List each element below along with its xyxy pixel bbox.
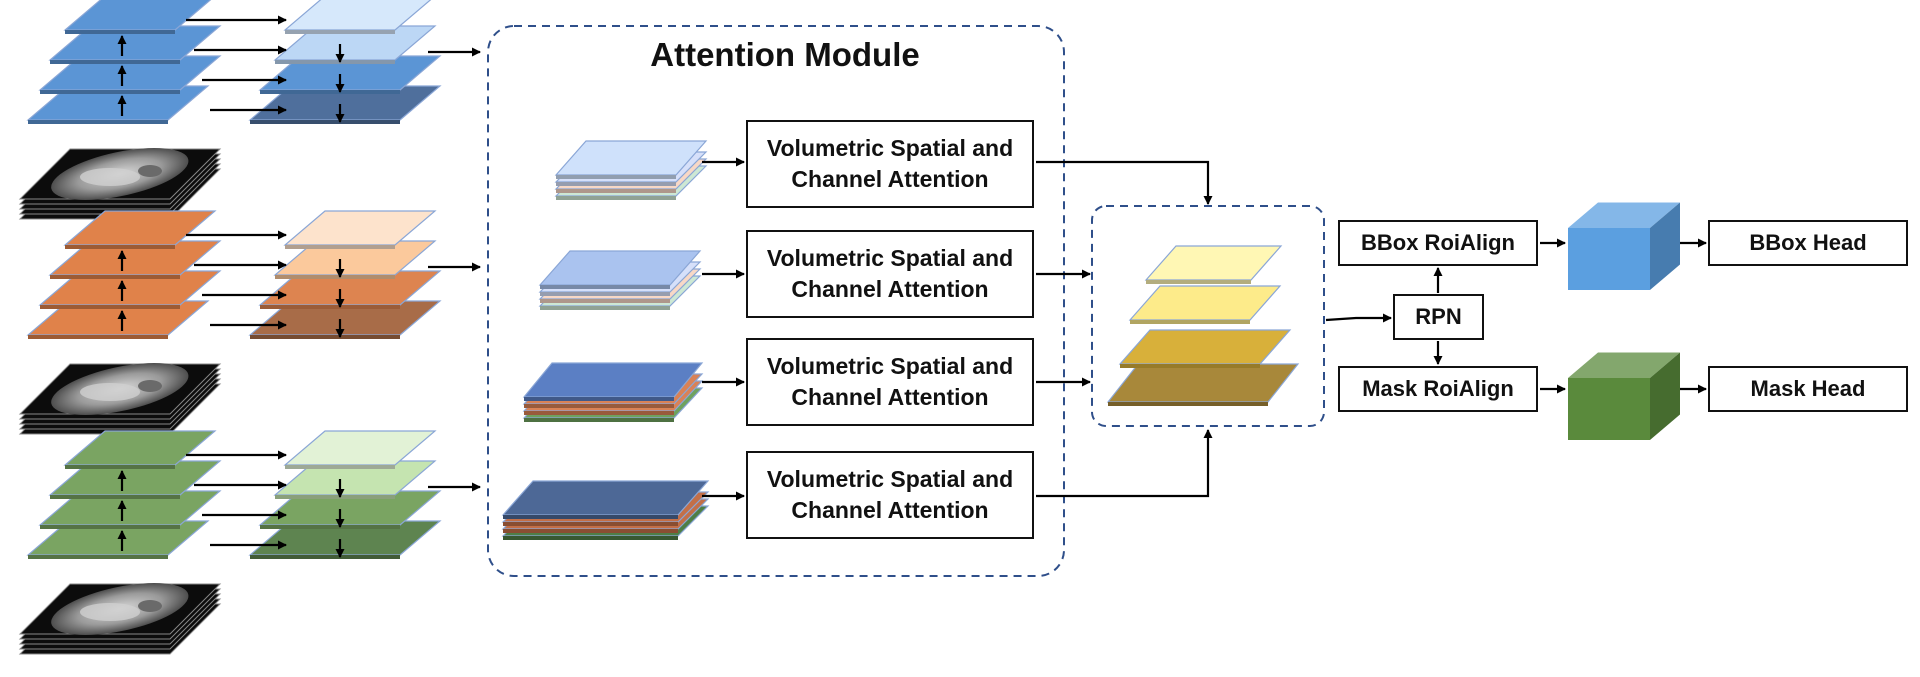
ct-slice-stack-green-organ2 <box>138 600 162 612</box>
3d-cube-bbox-side <box>1650 202 1680 290</box>
feature-layer-orange-1-edge <box>40 305 180 309</box>
topdown-layer-orange-0-edge <box>250 335 400 339</box>
feature-layer-green-3 <box>63 430 217 466</box>
mask-roialign-label: Mask RoiAlign <box>1362 376 1514 401</box>
fused-layer-2 <box>1128 285 1282 321</box>
mask-head-box: Mask Head <box>1708 366 1908 412</box>
feature-layer-green-3-edge <box>65 465 175 469</box>
feature-layer-blue-0-edge <box>28 120 168 124</box>
fused-feature-frame <box>1091 205 1325 427</box>
attention-input-layer-3-2-edge <box>503 522 678 526</box>
mask-head-label: Mask Head <box>1750 376 1866 401</box>
3d-cube-bbox-top <box>1568 202 1680 228</box>
topdown-layer-green-0-edge <box>250 555 400 559</box>
arrow-vsca4-to-fused <box>1036 429 1213 498</box>
fused-layer-1 <box>1118 329 1292 365</box>
attention-module-frame <box>487 25 1065 577</box>
attention-input-layer-3-3 <box>501 480 710 516</box>
feature-layer-orange-0-edge <box>28 335 168 339</box>
3d-cube-mask-front <box>1568 378 1650 440</box>
topdown-layer-blue-2-edge <box>275 60 395 64</box>
bbox-roialign-label: BBox RoiAlign <box>1361 230 1515 255</box>
feature-layer-orange-3-edge <box>65 245 175 249</box>
attention-input-layer-1-2-edge <box>540 292 670 296</box>
ct-slice-stack-orange-organ <box>80 383 140 401</box>
attention-input-layer-1-1-edge <box>540 299 670 303</box>
mask-roialign-box: Mask RoiAlign <box>1338 366 1538 412</box>
topdown-layer-orange-3-edge <box>285 245 395 249</box>
attention-input-layer-2-1-edge <box>524 411 674 415</box>
feature-layer-green-1-edge <box>40 525 180 529</box>
attention-input-layer-2-3 <box>522 362 704 398</box>
fused-layer-0-edge <box>1108 402 1268 406</box>
topdown-layer-blue-0-edge <box>250 120 400 124</box>
attention-input-layer-3-3-edge <box>503 515 678 519</box>
ct-slice-stack-blue-organ <box>80 168 140 186</box>
attention-input-layer-0-3-edge <box>556 175 676 179</box>
topdown-layer-orange-2-edge <box>275 275 395 279</box>
attention-input-layer-1-3-edge <box>540 285 670 289</box>
fused-layer-2-edge <box>1130 320 1250 324</box>
topdown-layer-orange-1-edge <box>260 305 400 309</box>
attention-module-title: Attention Module <box>650 36 920 73</box>
attention-input-layer-0-0-edge <box>556 196 676 200</box>
feature-layer-orange-2-edge <box>50 275 180 279</box>
topdown-layer-blue-1-edge <box>260 90 400 94</box>
attention-input-layer-3-1-edge <box>503 529 678 533</box>
attention-input-layer-0-1-edge <box>556 189 676 193</box>
topdown-layer-green-2-edge <box>275 495 395 499</box>
ct-slice-stack-green-organ <box>80 603 140 621</box>
topdown-layer-orange-3 <box>283 210 437 246</box>
attention-input-layer-3-0-edge <box>503 536 678 540</box>
rpn-label: RPN <box>1415 304 1462 329</box>
3d-cube-mask-top <box>1568 352 1680 378</box>
bbox-head-box: BBox Head <box>1708 220 1908 266</box>
attention-input-layer-2-0-edge <box>524 418 674 422</box>
topdown-layer-green-1-edge <box>260 525 400 529</box>
topdown-layer-green-3-edge <box>285 465 395 469</box>
attention-input-layer-2-3-edge <box>524 397 674 401</box>
arrow-fused-to-rpn <box>1325 313 1392 323</box>
arrow-vsca1-to-fused <box>1036 160 1213 205</box>
feature-layer-blue-1-edge <box>40 90 180 94</box>
ct-slice-stack-blue-organ2 <box>138 165 162 177</box>
feature-layer-blue-3-edge <box>65 30 175 34</box>
rpn-box: RPN <box>1393 294 1484 340</box>
fused-layer-1-edge <box>1120 364 1260 368</box>
fused-layer-3-edge <box>1146 280 1251 284</box>
attention-input-layer-0-2-edge <box>556 182 676 186</box>
attention-input-layer-2-2-edge <box>524 404 674 408</box>
3d-cube-mask-side <box>1650 352 1680 440</box>
feature-layer-green-2-edge <box>50 495 180 499</box>
feature-layer-blue-2-edge <box>50 60 180 64</box>
attention-input-layer-1-0-edge <box>540 306 670 310</box>
fused-layer-0 <box>1106 363 1300 403</box>
bbox-head-label: BBox Head <box>1749 230 1867 255</box>
topdown-layer-blue-3-edge <box>285 30 395 34</box>
ct-slice-stack-orange-organ2 <box>138 380 162 392</box>
3d-cube-bbox-front <box>1568 228 1650 290</box>
fused-layer-3 <box>1144 245 1283 281</box>
topdown-layer-green-3 <box>283 430 437 466</box>
feature-layer-green-0-edge <box>28 555 168 559</box>
bbox-roialign-box: BBox RoiAlign <box>1338 220 1538 266</box>
